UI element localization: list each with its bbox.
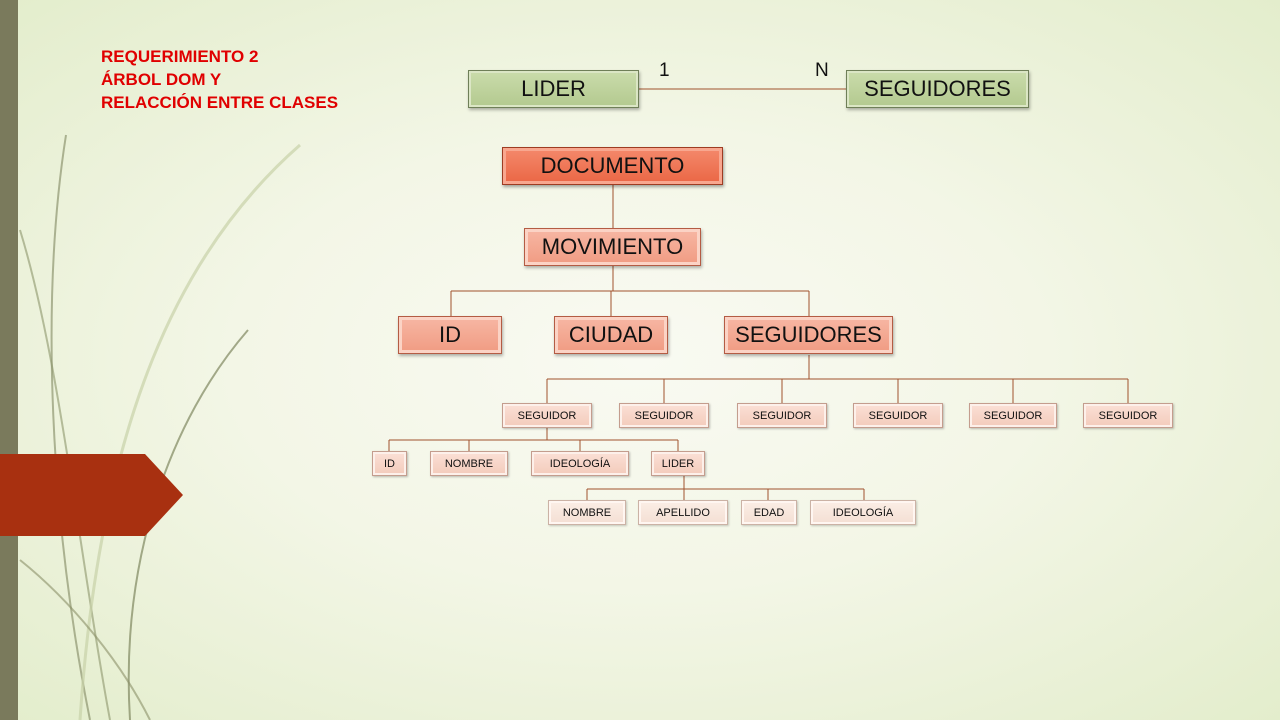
title-line-3: RELACCIÓN ENTRE CLASES: [101, 93, 339, 112]
side-arrow-tab: [0, 454, 183, 536]
node-lider-nombre: NOMBRE: [548, 500, 626, 525]
relation-lider-box: LIDER: [468, 70, 639, 108]
cardinality-many: N: [815, 60, 829, 81]
node-seguidor-3: SEGUIDOR: [737, 403, 827, 428]
node-lider-edad: EDAD: [741, 500, 797, 525]
node-seguidor-4: SEGUIDOR: [853, 403, 943, 428]
slide-left-bar: [0, 0, 18, 720]
node-seguidor-5: SEGUIDOR: [969, 403, 1057, 428]
cardinality-one: 1: [659, 60, 670, 81]
slide-title: REQUERIMIENTO 2 ÁRBOL DOM Y RELACCIÓN EN…: [101, 45, 338, 114]
node-movimiento: MOVIMIENTO: [524, 228, 701, 266]
node-id: ID: [398, 316, 502, 354]
node-seguidor-nombre: NOMBRE: [430, 451, 508, 476]
title-line-2: ÁRBOL DOM Y: [101, 70, 222, 89]
node-seguidor-ideologia: IDEOLOGÍA: [531, 451, 629, 476]
node-lider-apellido: APELLIDO: [638, 500, 728, 525]
node-ciudad: CIUDAD: [554, 316, 668, 354]
node-seguidores: SEGUIDORES: [724, 316, 893, 354]
relation-seguidores-box: SEGUIDORES: [846, 70, 1029, 108]
node-seguidor-id: ID: [372, 451, 407, 476]
node-documento: DOCUMENTO: [502, 147, 723, 185]
node-lider-ideologia: IDEOLOGÍA: [810, 500, 916, 525]
node-seguidor-lider: LIDER: [651, 451, 705, 476]
node-seguidor-1: SEGUIDOR: [502, 403, 592, 428]
node-seguidor-2: SEGUIDOR: [619, 403, 709, 428]
node-seguidor-6: SEGUIDOR: [1083, 403, 1173, 428]
title-line-1: REQUERIMIENTO 2: [101, 47, 259, 66]
